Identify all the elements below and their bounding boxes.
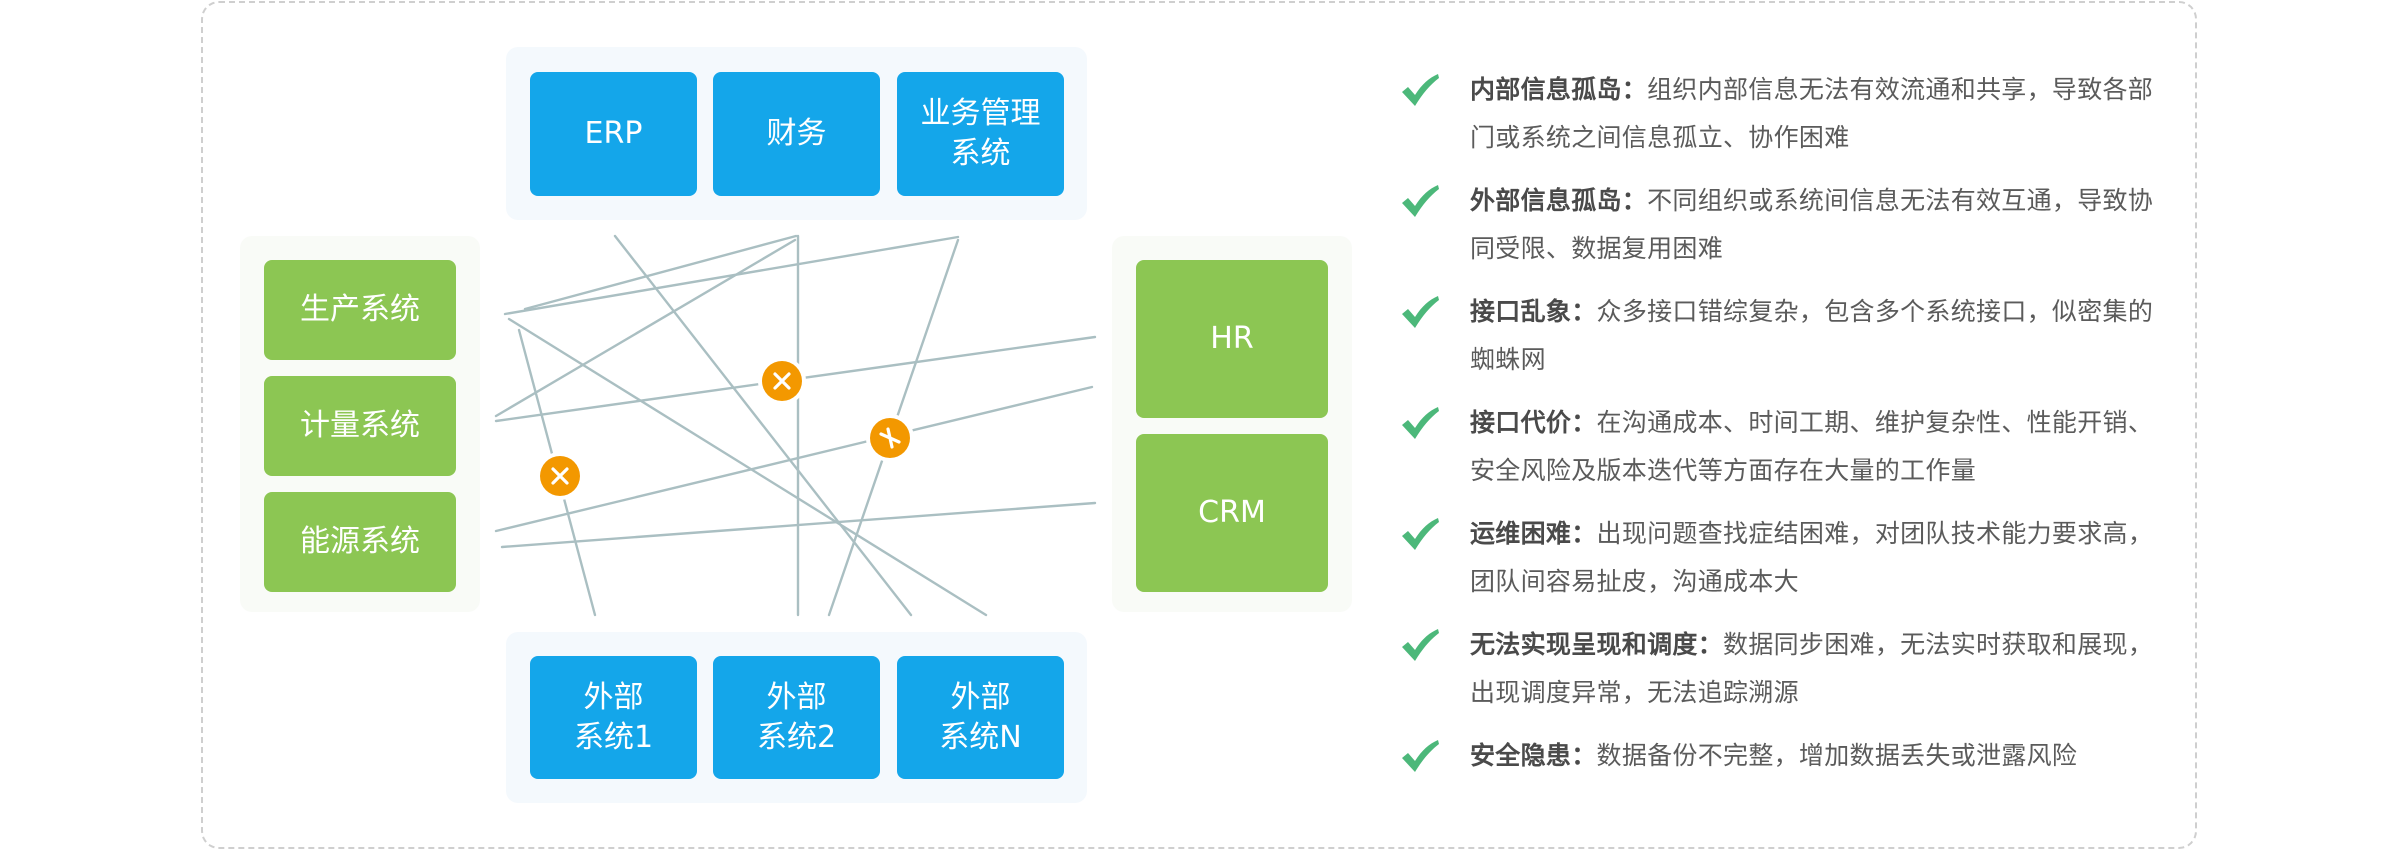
check-icon bbox=[1402, 407, 1439, 439]
system-box-erp: ERP bbox=[530, 72, 697, 196]
issue-text: 众多接口错综复杂，包含多个系统接口，似密集的蜘蛛网 bbox=[1470, 297, 2154, 374]
system-box-hr: HR bbox=[1136, 260, 1328, 418]
issues-list: 内部信息孤岛：组织内部信息无法有效流通和共享，导致各部门或系统之间信息孤立、协作… bbox=[1398, 66, 2158, 795]
issue-text: 不同组织或系统间信息无法有效互通，导致协同受限、数据复用困难 bbox=[1470, 186, 2154, 263]
issue-item: 接口乱象：众多接口错综复杂，包含多个系统接口，似密集的蜘蛛网 bbox=[1398, 288, 2158, 384]
system-box-external-2: 外部 系统2 bbox=[713, 656, 880, 779]
issue-text: 数据备份不完整，增加数据丢失或泄露风险 bbox=[1596, 741, 2078, 770]
issue-text: 组织内部信息无法有效流通和共享，导致各部门或系统之间信息孤立、协作困难 bbox=[1470, 75, 2154, 152]
check-icon bbox=[1402, 740, 1439, 772]
check-icon bbox=[1402, 74, 1439, 106]
issue-title: 内部信息孤岛： bbox=[1470, 75, 1648, 104]
issue-item: 运维困难：出现问题查找症结困难，对团队技术能力要求高，团队间容易扯皮，沟通成本大 bbox=[1398, 510, 2158, 606]
issue-title: 外部信息孤岛： bbox=[1470, 186, 1648, 215]
system-box-external-n: 外部 系统N bbox=[897, 656, 1064, 779]
check-icon bbox=[1402, 185, 1439, 217]
check-icon bbox=[1402, 629, 1439, 661]
issue-item: 接口代价：在沟通成本、时间工期、维护复杂性、性能开销、安全风险及版本迭代等方面存… bbox=[1398, 399, 2158, 495]
issue-item: 安全隐患：数据备份不完整，增加数据丢失或泄露风险 bbox=[1398, 732, 2158, 780]
issue-item: 内部信息孤岛：组织内部信息无法有效流通和共享，导致各部门或系统之间信息孤立、协作… bbox=[1398, 66, 2158, 162]
system-box-business-management: 业务管理 系统 bbox=[897, 72, 1064, 196]
issue-text: 出现问题查找症结困难，对团队技术能力要求高，团队间容易扯皮，沟通成本大 bbox=[1470, 519, 2154, 596]
system-box-energy: 能源系统 bbox=[264, 492, 456, 592]
check-icon bbox=[1402, 518, 1439, 550]
system-box-crm: CRM bbox=[1136, 434, 1328, 592]
check-icon bbox=[1402, 296, 1439, 328]
system-box-finance: 财务 bbox=[713, 72, 880, 196]
issue-item: 无法实现呈现和调度：数据同步困难，无法实时获取和展现，出现调度异常，无法追踪溯源 bbox=[1398, 621, 2158, 717]
issue-text: 在沟通成本、时间工期、维护复杂性、性能开销、安全风险及版本迭代等方面存在大量的工… bbox=[1470, 408, 2154, 485]
issue-title: 运维困难： bbox=[1470, 519, 1597, 548]
issue-title: 安全隐患： bbox=[1470, 741, 1597, 770]
issue-title: 接口代价： bbox=[1470, 408, 1597, 437]
issue-item: 外部信息孤岛：不同组织或系统间信息无法有效互通，导致协同受限、数据复用困难 bbox=[1398, 177, 2158, 273]
issue-title: 无法实现呈现和调度： bbox=[1470, 630, 1724, 659]
issue-text: 数据同步困难，无法实时获取和展现，出现调度异常，无法追踪溯源 bbox=[1470, 630, 2154, 707]
system-box-production: 生产系统 bbox=[264, 260, 456, 360]
content-frame bbox=[201, 1, 2197, 849]
issue-title: 接口乱象： bbox=[1470, 297, 1597, 326]
system-box-metering: 计量系统 bbox=[264, 376, 456, 476]
system-box-external-1: 外部 系统1 bbox=[530, 656, 697, 779]
